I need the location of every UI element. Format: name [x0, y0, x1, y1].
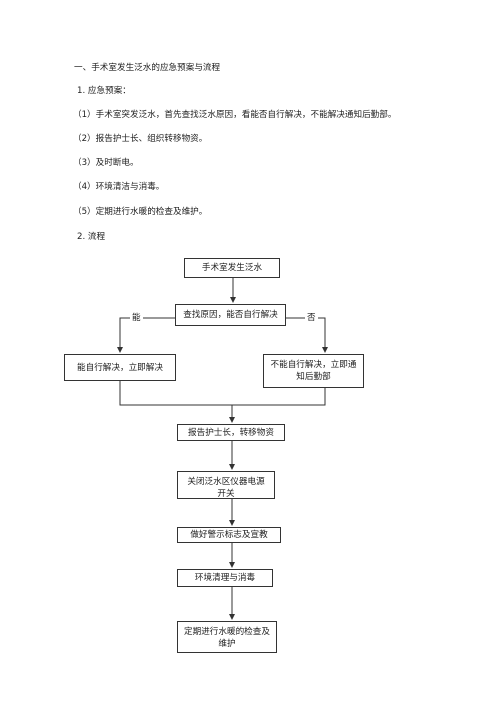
flow-yes-label: 能自行解决，立即解决	[77, 362, 163, 373]
flow-no-label: 不能自行解决，立即通 知后勤部	[270, 360, 357, 382]
flow-no-box: 不能自行解决，立即通 知后勤部	[263, 354, 364, 388]
arrow-yes-branch	[117, 317, 175, 353]
step-2: （2）报告护士长、组织转移物资。	[73, 134, 208, 144]
flow-start-box: 手术室发生泛水	[184, 258, 280, 278]
flow-power-off-box: 关闭泛水区仪器电源 开关	[177, 471, 275, 499]
flow-find-cause-label: 查找原因，能否自行解决	[183, 310, 278, 320]
step-4: （4）环境清洁与消毒。	[73, 182, 165, 192]
flow-report-label: 报告护士长，转移物资	[188, 427, 274, 438]
yes-label: 能	[130, 312, 143, 324]
flow-warning-label: 做好警示标志及宣教	[190, 530, 268, 540]
page-heading: 一、手术室发生泛水的应急预案与流程	[74, 63, 221, 73]
no-label: 否	[305, 312, 318, 324]
section-2-title: 2. 流程	[77, 232, 106, 242]
step-3: （3）及时断电。	[73, 158, 139, 168]
merge-line	[119, 381, 326, 406]
flow-clean-box: 环境清理与消毒	[177, 569, 273, 587]
flow-yes-box: 能自行解决，立即解决	[64, 354, 176, 381]
flow-maintain-label: 定期进行水暖的检查及 维护	[184, 627, 270, 649]
flow-report-box: 报告护士长，转移物资	[177, 424, 285, 441]
step-5: （5）定期进行水暖的检查及维护。	[73, 207, 208, 217]
flow-power-off-label: 关闭泛水区仪器电源 开关	[187, 477, 265, 499]
section-1-title: 1. 应急预案：	[77, 86, 131, 96]
flow-maintain-box: 定期进行水暖的检查及 维护	[177, 621, 277, 653]
flow-start-label: 手术室发生泛水	[201, 263, 263, 273]
step-1: （1）手术室突发泛水，首先查找泛水原因，看能否自行解决，不能解决通知后勤部。	[73, 110, 397, 120]
arrow-no-branch	[286, 317, 328, 353]
flow-warning-box: 做好警示标志及宣教	[177, 527, 281, 543]
flow-find-cause-box: 查找原因，能否自行解决	[175, 304, 286, 326]
flow-clean-label: 环境清理与消毒	[194, 573, 256, 583]
